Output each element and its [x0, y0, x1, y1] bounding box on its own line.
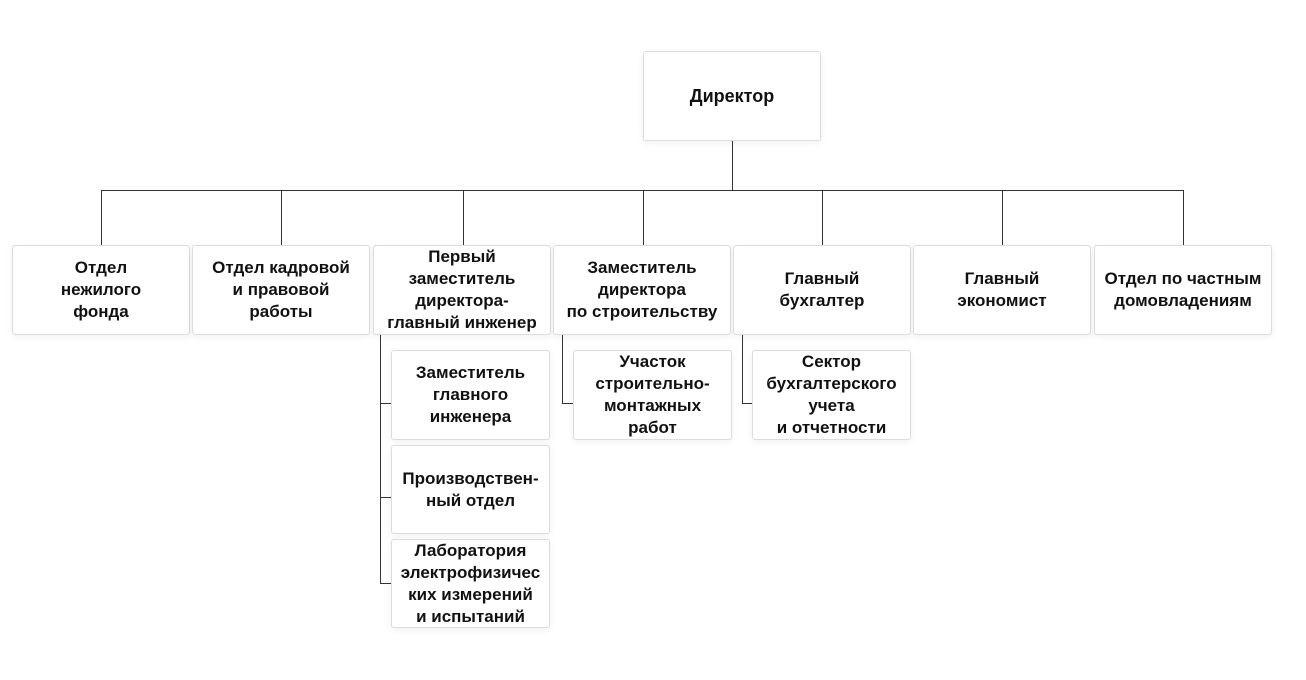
connector-l1-4: [822, 190, 823, 245]
connector-l1-0: [101, 190, 102, 245]
node-electrophysics-lab[interactable]: Лаборатория электрофизичес ких измерений…: [391, 539, 550, 628]
connector-l1-1: [281, 190, 282, 245]
connector-bus: [101, 190, 1184, 191]
node-dept-private-housing[interactable]: Отдел по частным домовладениям: [1094, 245, 1272, 335]
connector-l1-3: [643, 190, 644, 245]
node-chief-economist[interactable]: Главный экономист: [913, 245, 1091, 335]
node-accounting-sector[interactable]: Сектор бухгалтерского учета и отчетности: [752, 350, 911, 440]
node-deputy-chief-engineer[interactable]: Заместитель главного инженера: [391, 350, 550, 440]
connector-first-deputy-tick-1: [380, 497, 391, 498]
node-chief-accountant[interactable]: Главный бухгалтер: [733, 245, 911, 335]
connector-construction-trunk: [562, 334, 563, 404]
connector-l1-6: [1183, 190, 1184, 245]
node-dept-nonresidential[interactable]: Отдел нежилого фонда: [12, 245, 190, 335]
node-director[interactable]: Директор: [643, 51, 821, 141]
connector-accountant-tick: [742, 403, 752, 404]
node-production-dept[interactable]: Производствен- ный отдел: [391, 445, 550, 534]
connector-root-down: [732, 141, 733, 190]
node-first-deputy[interactable]: Первый заместитель директора- главный ин…: [373, 245, 551, 335]
node-construction-site[interactable]: Участок строительно- монтажных работ: [573, 350, 732, 440]
connector-accountant-trunk: [742, 334, 743, 404]
connector-l1-2: [463, 190, 464, 245]
node-deputy-construction[interactable]: Заместитель директора по строительству: [553, 245, 731, 335]
node-dept-hr-legal[interactable]: Отдел кадровой и правовой работы: [192, 245, 370, 335]
connector-l1-5: [1002, 190, 1003, 245]
connector-construction-tick: [562, 403, 573, 404]
connector-first-deputy-tick-2: [380, 583, 391, 584]
connector-first-deputy-tick-0: [380, 403, 391, 404]
connector-first-deputy-trunk: [380, 334, 381, 584]
